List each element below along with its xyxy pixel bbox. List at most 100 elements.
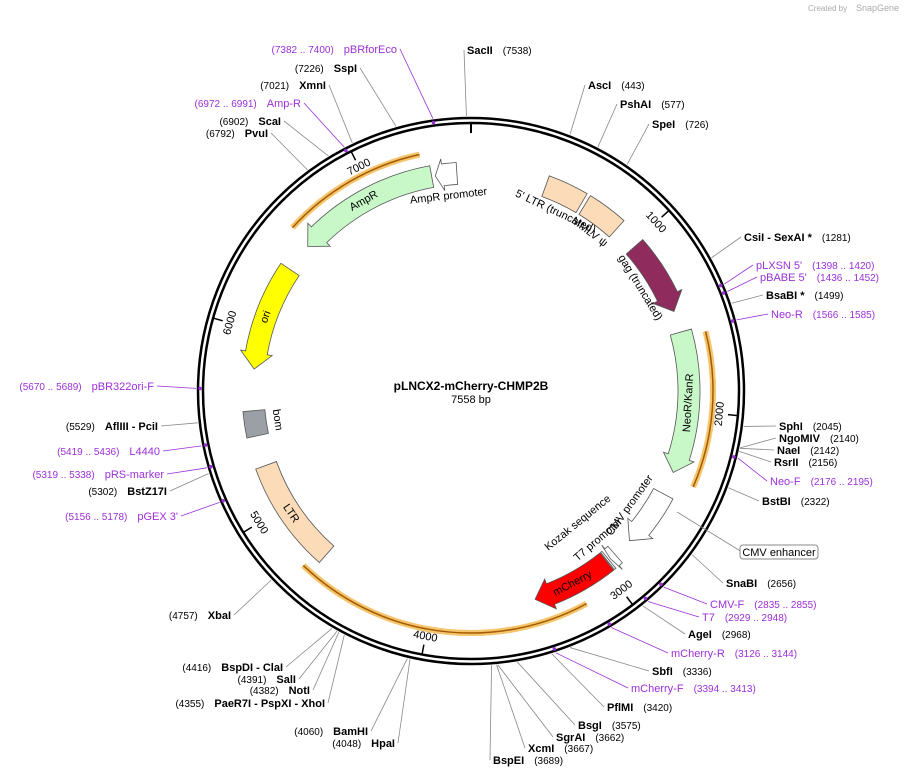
- ruler-tick: [626, 596, 634, 606]
- site-name: SbfI: [652, 666, 673, 678]
- site-leader: [327, 634, 345, 704]
- site-xbai: XbaI(4757): [169, 610, 231, 622]
- site-xcmi: XcmI(3667): [528, 743, 593, 755]
- site-name: NgoMIV: [779, 433, 821, 445]
- site-leader: [663, 586, 708, 605]
- cmv-enhancer-box: [739, 544, 819, 560]
- site-name: mCherry-F: [631, 683, 684, 695]
- site-leader: [359, 67, 397, 127]
- site-leader: [555, 652, 629, 689]
- primer-mark: [198, 386, 202, 391]
- site-name: SacII: [467, 45, 493, 57]
- site-position: (6902): [219, 117, 248, 128]
- primer-mark: [431, 120, 436, 125]
- primer-mark: [730, 319, 735, 323]
- site-bamhi: BamHI(4060): [294, 726, 368, 738]
- primer-mark: [607, 622, 612, 626]
- site-sali: SalI(4391): [238, 674, 296, 686]
- feature-5-ltr-truncated: [541, 175, 588, 214]
- site-position: (577): [661, 100, 684, 111]
- site-leader: [312, 632, 340, 691]
- site-neo-r: Neo-R(1566 .. 1585): [771, 309, 875, 321]
- site-position: (3575): [612, 721, 641, 732]
- site-sbfi: SbfI(3336): [652, 666, 712, 678]
- primer-mark: [721, 291, 726, 295]
- site-name: CsiI - SexAI *: [744, 232, 813, 244]
- site-position: (2322): [801, 497, 830, 508]
- site-position: (2176 .. 2195): [811, 477, 873, 488]
- site-bstz17i: BstZ17I(5302): [88, 486, 167, 498]
- primer-mark: [718, 283, 723, 288]
- ruler-tick: [212, 317, 223, 322]
- ruler-tick: [350, 150, 357, 161]
- primer-mark: [643, 596, 648, 601]
- site-prs-marker: pRS-marker(5319 .. 5338): [32, 469, 164, 481]
- site-leader: [233, 579, 272, 616]
- site-leader: [611, 627, 669, 654]
- site-name: T7: [702, 612, 715, 624]
- site-name: AscI: [588, 80, 611, 92]
- site-leader: [736, 313, 769, 321]
- site-leader: [739, 447, 775, 451]
- site-leader: [497, 664, 554, 738]
- feature-ampr-promoter: [434, 158, 459, 191]
- feature-mcherry: [534, 552, 615, 610]
- site-amp-r: Amp-R(6972 .. 6991): [195, 98, 302, 110]
- site-position: (7021): [260, 81, 289, 92]
- ruler-tick: [661, 209, 670, 218]
- site-leader: [517, 661, 576, 726]
- site-csii-sexai: CsiI - SexAI *(1281): [744, 232, 851, 244]
- site-leader: [270, 132, 308, 171]
- sites-layer: SacII(7538)AscI(443)PshAI(577)SpeI(726)C…: [19, 44, 879, 767]
- site-name: HpaI: [371, 738, 395, 750]
- primer-mark: [732, 455, 736, 459]
- primer-mark: [203, 443, 208, 447]
- site-position: (3689): [534, 756, 563, 767]
- site-naei: NaeI(2142): [777, 445, 839, 457]
- site-scai: ScaI(6902): [219, 116, 281, 128]
- site-position: (7226): [295, 64, 324, 75]
- site-position: (4382): [250, 686, 279, 697]
- site-position: (2968): [722, 630, 751, 641]
- created-by-label: Created by: [808, 4, 847, 13]
- feature-cmv-promoter: [627, 488, 674, 542]
- site-name: PaeR7I - PspXI - XhoI: [214, 698, 325, 710]
- site-name: XbaI: [208, 610, 231, 622]
- site-name: SnaBI: [726, 578, 757, 590]
- site-leader: [626, 123, 650, 165]
- site-sphi: SphI (2045): [779, 421, 842, 433]
- primer-mark: [344, 148, 348, 153]
- site-position: (2045): [813, 422, 842, 433]
- site-name: Neo-F: [770, 476, 801, 488]
- site-afliii-pcii: AflIII - PciI(5529): [66, 421, 158, 433]
- plasmid-name: pLNCX2-mCherry-CHMP2B: [394, 379, 549, 393]
- site-position: (5319 .. 5338): [32, 470, 94, 481]
- plasmid-size: 7558 bp: [451, 394, 491, 406]
- feature-bom: [242, 409, 269, 439]
- site-position: (5419 .. 5436): [57, 447, 119, 458]
- feature-neor-kanr: [662, 328, 701, 473]
- site-name: pLXSN 5': [756, 260, 802, 272]
- site-name: BsgI: [578, 720, 602, 732]
- site-position: (4391): [238, 675, 267, 686]
- site-plxsn-5: pLXSN 5'(1398 .. 1420): [756, 260, 874, 272]
- site-name: NotI: [289, 685, 310, 697]
- site-position: (4355): [175, 699, 204, 710]
- site-leader: [642, 605, 686, 635]
- site-position: (3662): [595, 733, 624, 744]
- site-pshai: PshAI(577): [620, 99, 685, 111]
- site-leader: [569, 647, 650, 672]
- feature-ltr: [255, 461, 335, 564]
- site-asci: AscI(443): [588, 80, 645, 92]
- site-name: SphI: [779, 421, 803, 433]
- feature-mmlv: [578, 195, 625, 238]
- site-leader: [728, 487, 760, 502]
- site-position: (2929 .. 2948): [725, 613, 787, 624]
- site-ngomiv: NgoMIV(2140): [779, 433, 859, 445]
- site-name: SpeI: [652, 119, 675, 131]
- site-leader: [737, 457, 768, 482]
- site-position: (3667): [564, 744, 593, 755]
- site-agei: AgeI(2968): [688, 629, 751, 641]
- site-name: BspDI - ClaI: [221, 662, 283, 674]
